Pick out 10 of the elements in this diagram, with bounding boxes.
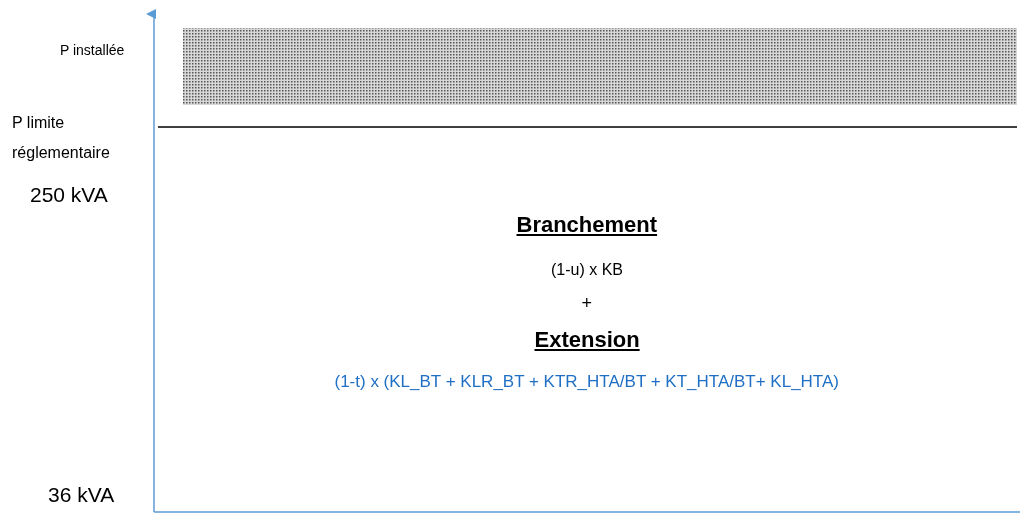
axis-label: P limite réglementaire: [12, 113, 111, 164]
section-heading: Extension: [534, 327, 640, 353]
tick-label: 36 kVA: [48, 483, 115, 507]
section-heading: Branchement: [516, 212, 658, 238]
formula-text: (1-t) x (KL_BT + KLR_BT + KTR_HTA/BT + KT_HTA/BT+ KL_HTA): [334, 372, 839, 392]
hatched-band: [183, 28, 1017, 105]
tick-label: 250 kVA: [30, 183, 108, 207]
axis-label: P installée: [60, 42, 125, 58]
plus-sign: +: [581, 293, 592, 314]
formula-text: (1-u) x KB: [551, 261, 623, 279]
